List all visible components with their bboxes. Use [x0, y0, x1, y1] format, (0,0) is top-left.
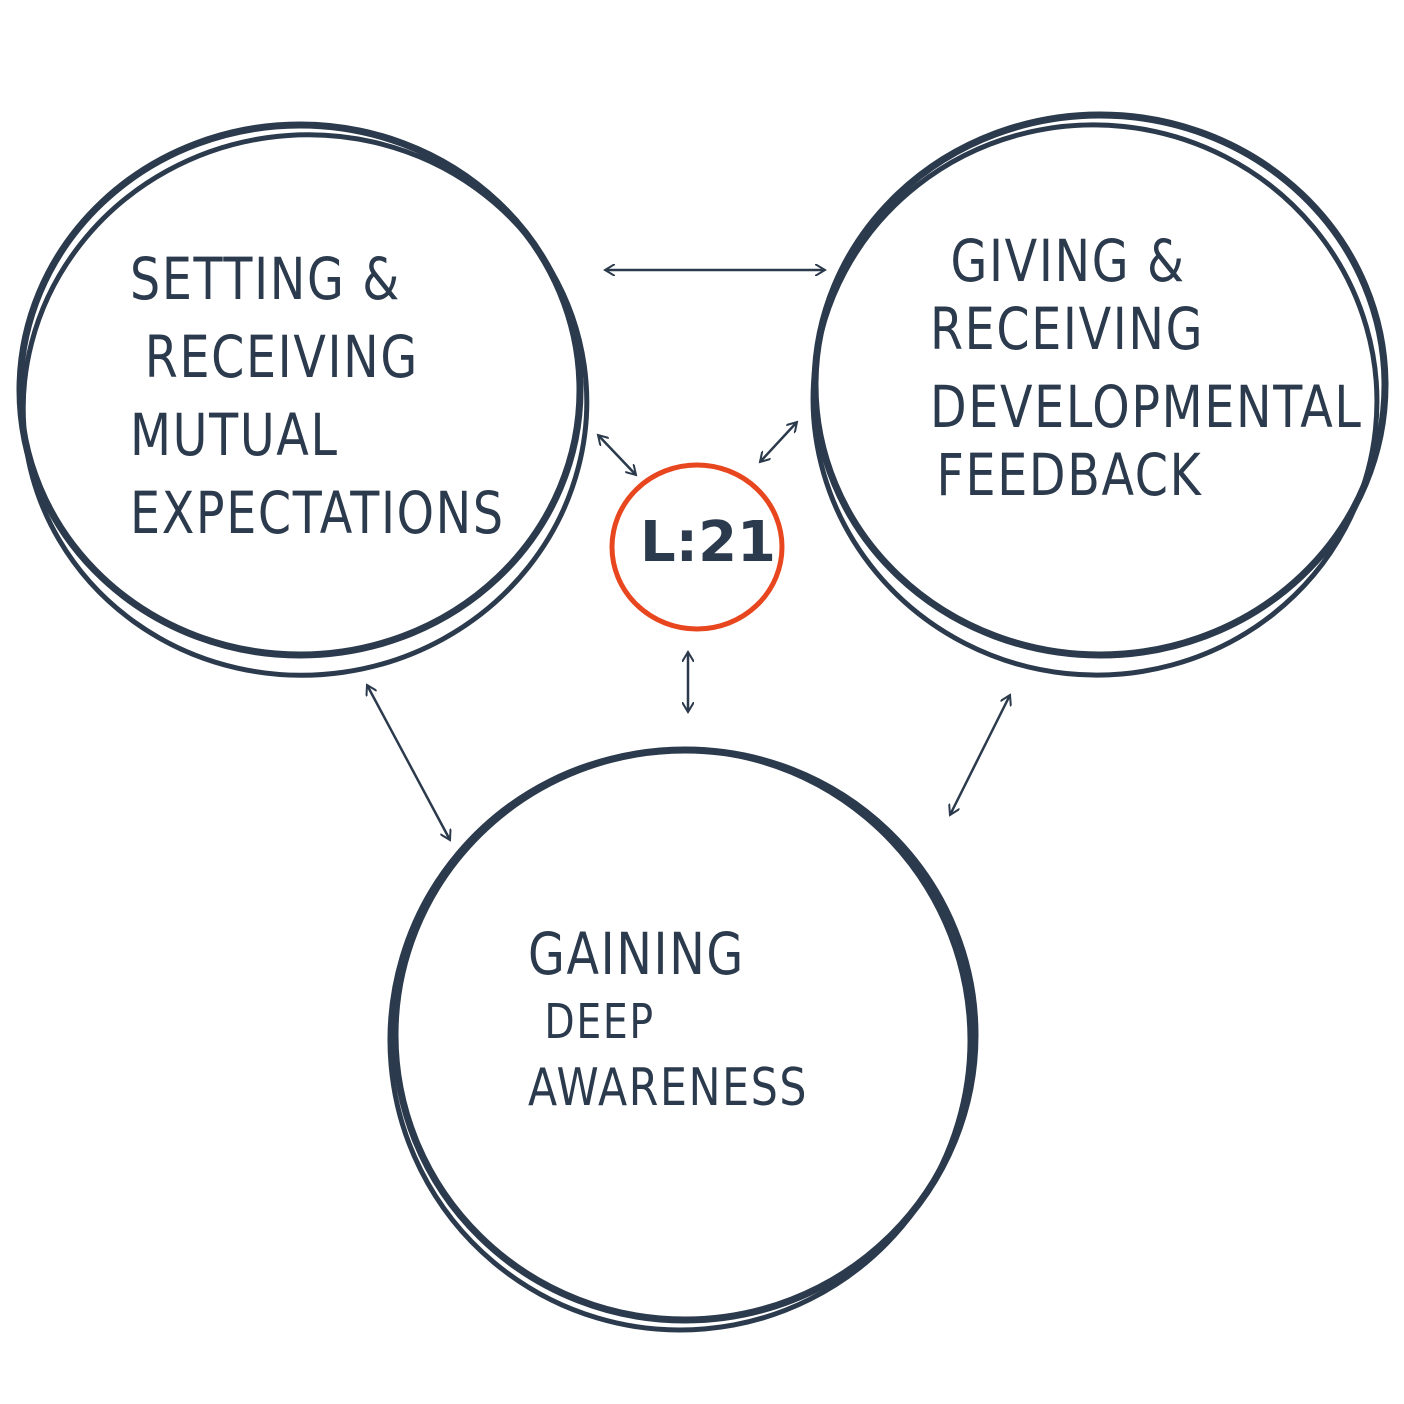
left-circle-label: Setting & Receiving Mutual Expectations [130, 240, 505, 552]
right-circle-label: Giving & Receiving Developmental Feedbac… [930, 222, 1363, 514]
label-line: Receiving [930, 295, 1205, 363]
bottom-circle-outline-2 [387, 747, 973, 1333]
label-line: Mutual [130, 401, 339, 469]
left-circle-outline [16, 121, 584, 659]
center-label: L:21 [640, 510, 777, 575]
label-line: Feedback [936, 441, 1203, 509]
label-line: Developmental [930, 373, 1363, 441]
arrow-right-bottom [950, 695, 1010, 815]
label-line: Expectations [130, 479, 505, 547]
right-circle-outline-2 [810, 122, 1380, 678]
left-circle-outline-2 [20, 132, 590, 678]
bottom-circle-label: Gaining Deep Awareness [528, 915, 808, 1127]
arrow-left-center [598, 435, 636, 475]
arrow-right-center [760, 422, 797, 462]
label-line: Gaining [528, 920, 745, 988]
center-circle-outline [609, 462, 785, 632]
label-line: Receiving [144, 323, 419, 391]
label-line: Awareness [528, 1058, 809, 1118]
arrow-left-bottom [367, 685, 450, 840]
label-line: Setting & [130, 245, 401, 313]
label-line: Giving & [950, 227, 1186, 295]
label-line: Deep [544, 994, 655, 1050]
